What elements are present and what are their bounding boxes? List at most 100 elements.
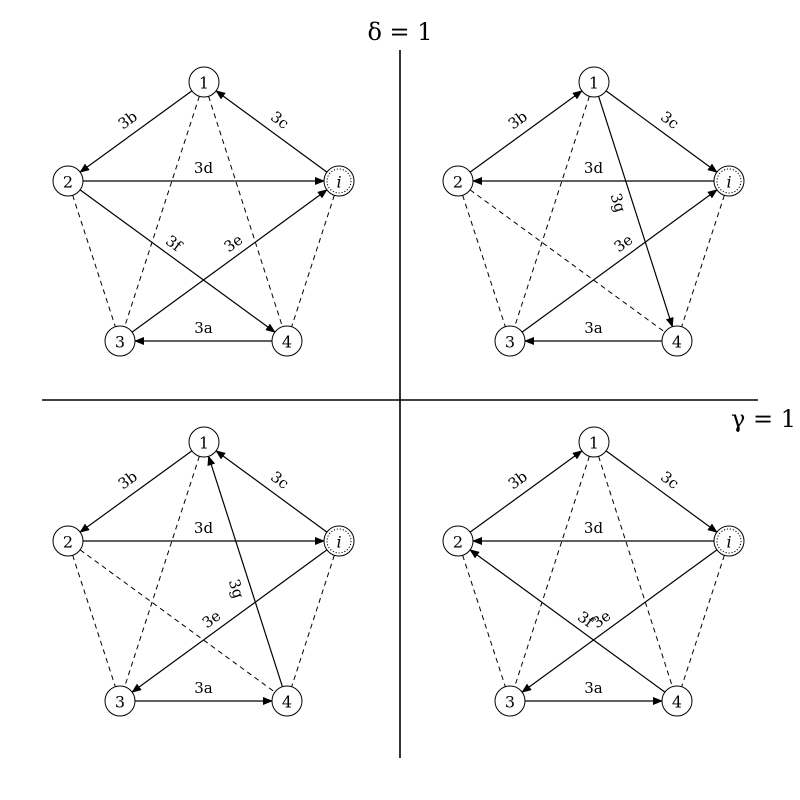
arrow-edge-4-to-1 <box>207 455 283 687</box>
node-i-circle <box>713 525 745 557</box>
dashed-edge-i-4 <box>291 555 335 687</box>
dashed-edge-1-3 <box>124 96 200 327</box>
node-i: i <box>713 165 745 197</box>
arrow-edge-i-to-1 <box>215 90 328 173</box>
node-1-circle <box>188 66 220 98</box>
node-i-circle <box>323 165 355 197</box>
node-i-circle <box>323 525 355 557</box>
arrow-edge-1-to-2 <box>79 450 193 533</box>
edge-label-3d: 3d <box>584 519 604 537</box>
arrow-edge-i-to-3 <box>131 549 328 693</box>
delta-axis-label: δ = 1 <box>367 18 432 46</box>
node-3-circle <box>104 325 136 357</box>
node-4: 4 <box>661 325 693 357</box>
node-2-label: 2 <box>453 533 463 552</box>
node-3: 3 <box>494 685 526 717</box>
dashed-edge-1-4 <box>208 96 283 327</box>
arrow-edge-1-to-4 <box>598 96 674 328</box>
edge-label-3b: 3b <box>505 467 531 493</box>
edge-label-3d: 3d <box>584 159 604 177</box>
node-i-label: i <box>336 173 341 192</box>
node-4-circle <box>661 685 693 717</box>
node-1-circle <box>578 66 610 98</box>
node-i-dotted-ring <box>716 168 742 194</box>
arrow-edge-2-to-1 <box>469 450 583 533</box>
node-2: 2 <box>442 525 474 557</box>
node-4-circle <box>271 325 303 357</box>
node-i-dotted-ring <box>716 528 742 554</box>
node-i-label: i <box>726 533 731 552</box>
node-3-circle <box>494 325 526 357</box>
arrow-edge-i-to-3 <box>521 549 718 693</box>
node-1-label: 1 <box>199 434 209 453</box>
node-3-label: 3 <box>505 693 515 712</box>
gamma-axis-label: γ = 1 <box>731 405 796 433</box>
edge-label-3c: 3c <box>657 468 682 493</box>
edge-label-3c: 3c <box>657 108 682 133</box>
node-1-label: 1 <box>199 74 209 93</box>
node-i-dotted-ring <box>326 168 352 194</box>
node-3: 3 <box>104 325 136 357</box>
node-4-label: 4 <box>282 333 292 352</box>
node-4: 4 <box>271 685 303 717</box>
edge-label-3b: 3b <box>115 467 141 493</box>
dashed-edge-2-4 <box>469 189 666 333</box>
arrow-edge-1-to-i <box>605 450 718 533</box>
dashed-edge-1-3 <box>124 456 200 687</box>
dashed-edge-2-3 <box>72 555 116 687</box>
node-2-circle <box>442 525 474 557</box>
node-1-label: 1 <box>589 74 599 93</box>
node-i-dotted-ring <box>326 528 352 554</box>
edge-label-3b: 3b <box>115 107 141 133</box>
node-1-circle <box>188 426 220 458</box>
dashed-edge-2-3 <box>462 195 506 327</box>
dashed-edge-1-4 <box>598 456 673 687</box>
node-4-label: 4 <box>282 693 292 712</box>
node-i: i <box>323 165 355 197</box>
arrow-edge-4-to-2 <box>469 549 666 693</box>
dashed-edge-i-4 <box>681 555 725 687</box>
dashed-edge-1-3 <box>514 96 590 327</box>
node-2: 2 <box>52 165 84 197</box>
edge-label-3a: 3a <box>194 679 213 697</box>
node-2-label: 2 <box>63 173 73 192</box>
node-2-circle <box>52 525 84 557</box>
node-3-label: 3 <box>115 693 125 712</box>
dashed-edge-1-3 <box>514 456 590 687</box>
arrow-edge-2-to-4 <box>79 189 276 333</box>
edge-label-3a: 3a <box>194 319 213 337</box>
node-3: 3 <box>494 325 526 357</box>
arrow-edge-i-to-1 <box>215 450 328 533</box>
edge-label-3c: 3c <box>267 108 292 133</box>
dashed-edge-2-3 <box>462 555 506 687</box>
node-1: 1 <box>188 426 220 458</box>
arrow-edge-1-to-i <box>605 90 718 173</box>
node-1: 1 <box>578 426 610 458</box>
node-i-label: i <box>726 173 731 192</box>
node-3-circle <box>104 685 136 717</box>
edge-label-3g: 3g <box>225 577 248 601</box>
dashed-edge-i-4 <box>681 195 725 327</box>
arrow-edge-2-to-1 <box>469 90 583 173</box>
node-i: i <box>713 525 745 557</box>
node-2-label: 2 <box>453 173 463 192</box>
node-2-circle <box>52 165 84 197</box>
node-i: i <box>323 525 355 557</box>
node-3-label: 3 <box>115 333 125 352</box>
node-2: 2 <box>442 165 474 197</box>
node-4: 4 <box>271 325 303 357</box>
node-4-label: 4 <box>672 333 682 352</box>
dashed-edge-2-4 <box>79 549 276 693</box>
arrow-edge-3-to-i <box>131 189 328 333</box>
edge-label-3a: 3a <box>584 319 603 337</box>
node-4-circle <box>271 685 303 717</box>
node-4-circle <box>661 325 693 357</box>
node-2: 2 <box>52 525 84 557</box>
node-i-label: i <box>336 533 341 552</box>
arrow-edge-1-to-2 <box>79 90 193 173</box>
node-3: 3 <box>104 685 136 717</box>
edge-label-3c: 3c <box>267 468 292 493</box>
